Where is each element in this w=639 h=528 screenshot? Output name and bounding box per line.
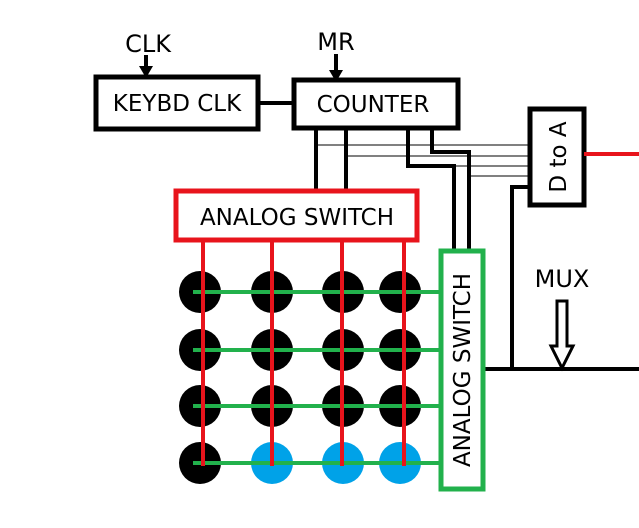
analog-switch-side-box xyxy=(438,248,486,492)
mr-input: MR xyxy=(317,28,355,82)
clk-label: CLK xyxy=(125,30,172,58)
counter-box xyxy=(291,77,461,131)
counter-block: COUNTER xyxy=(291,77,461,131)
analog-switch-top-block: ANALOG SWITCH xyxy=(173,188,420,243)
keybd-clk-label: KEYBD CLK xyxy=(113,91,242,117)
mux-feedback-wire xyxy=(510,185,530,369)
analog-switch-side-block: ANALOG SWITCH xyxy=(438,248,486,492)
counter-bit3-wire xyxy=(430,128,471,251)
counter-label: COUNTER xyxy=(317,92,430,118)
d-to-a-label: D to A xyxy=(546,121,572,192)
d-to-a-box xyxy=(527,106,587,208)
analog-switch-top-label: ANALOG SWITCH xyxy=(200,205,394,231)
analog-switch-top-box xyxy=(173,188,420,243)
clk-arrow-head xyxy=(139,66,153,78)
mux-indicator: MUX xyxy=(535,265,590,372)
counter-output-wires xyxy=(314,128,530,251)
keybd-clk-block: KEYBD CLK xyxy=(93,74,261,132)
d-to-a-block: D to A xyxy=(527,106,587,208)
mux-label: MUX xyxy=(535,265,590,293)
keypad-matrix xyxy=(179,240,441,484)
mr-arrow-head xyxy=(329,70,343,82)
clk-input: CLK xyxy=(125,30,172,78)
analog-switch-side-label: ANALOG SWITCH xyxy=(450,273,476,467)
mr-label: MR xyxy=(317,28,354,56)
mux-arrow xyxy=(548,299,576,372)
